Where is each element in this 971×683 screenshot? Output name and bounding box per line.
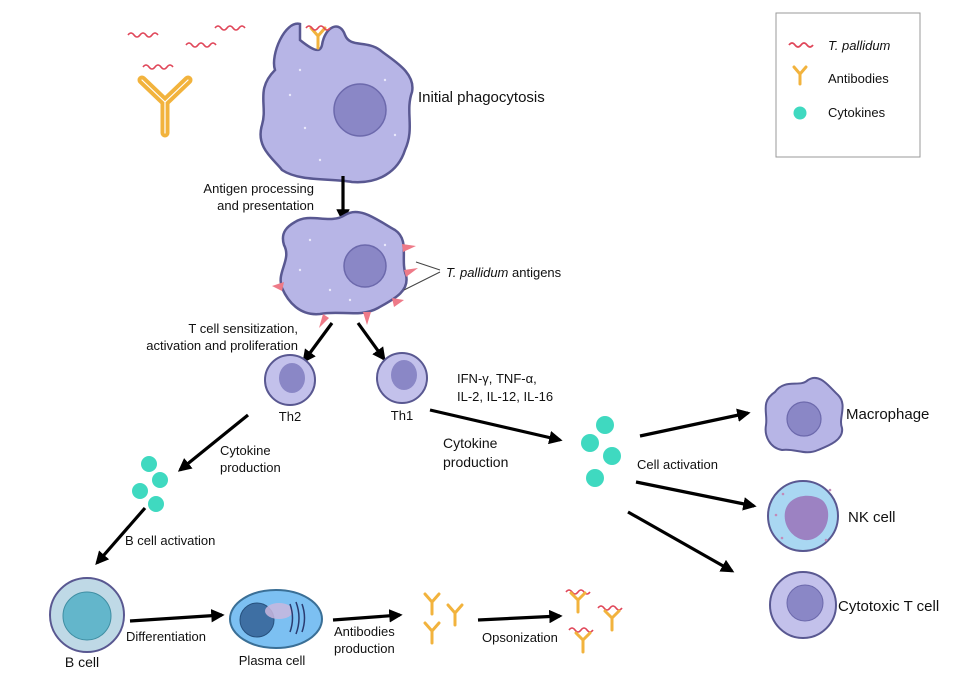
label-t-pallidum-antigens: T. pallidum antigens bbox=[446, 265, 562, 280]
label-antibodies-production-1: Antibodies bbox=[334, 624, 395, 639]
label-cytokines-list-2: IL-2, IL-12, IL-16 bbox=[457, 389, 553, 404]
label-tcell-2: activation and proliferation bbox=[146, 338, 298, 353]
label-macrophage: Macrophage bbox=[846, 406, 929, 423]
label-antigen-processing-1: Antigen processing bbox=[203, 181, 314, 196]
label-b-cell: B cell bbox=[65, 654, 99, 670]
arrow-to-th1 bbox=[356, 322, 386, 362]
th2-cell bbox=[264, 354, 316, 406]
arrow-to-b-cell bbox=[95, 506, 147, 566]
engulfed-antibody-icon bbox=[305, 25, 331, 50]
th1-cell bbox=[376, 352, 428, 404]
arrow-antibodies-production bbox=[332, 609, 403, 623]
antibody-icon bbox=[792, 65, 808, 86]
antigen-pointer-lines bbox=[403, 261, 441, 291]
legend: T. pallidum Antibodies Cytokines bbox=[775, 12, 921, 158]
label-nk-cell: NK cell bbox=[848, 509, 896, 526]
macrophage-nucleus bbox=[333, 83, 387, 137]
arrow-differentiation bbox=[129, 608, 225, 623]
label-cytotoxic-t-cell: Cytotoxic T cell bbox=[838, 598, 939, 615]
arrow-th2-cytokines bbox=[177, 413, 250, 472]
free-spirochetes bbox=[127, 25, 246, 70]
label-tcell-1: T cell sensitization, bbox=[188, 321, 298, 336]
label-cytokine-production-right-1: Cytokine bbox=[443, 435, 498, 451]
free-antibody-icon bbox=[137, 75, 193, 138]
cytokine-icon bbox=[793, 106, 807, 120]
activated-macrophage bbox=[764, 376, 844, 454]
label-cytokine-production-left-1: Cytokine bbox=[220, 443, 271, 458]
antigen-spikes bbox=[272, 244, 418, 328]
cytokine-cluster-left bbox=[132, 456, 168, 512]
label-differentiation: Differentiation bbox=[126, 629, 206, 644]
label-b-cell-activation: B cell activation bbox=[125, 533, 215, 548]
arrow-to-th2 bbox=[302, 322, 334, 364]
legend-label-cytokines: Cytokines bbox=[828, 105, 886, 120]
label-antigen-processing-2: and presentation bbox=[217, 198, 314, 213]
label-cytokine-production-right-2: production bbox=[443, 454, 508, 470]
spirochete-icon bbox=[788, 42, 814, 48]
opsonized-spirochetes bbox=[565, 589, 623, 654]
label-antibodies-production-2: production bbox=[334, 641, 395, 656]
legend-label-antibodies: Antibodies bbox=[828, 71, 889, 86]
label-cytokine-production-left-2: production bbox=[220, 460, 281, 475]
plasma-cell bbox=[229, 589, 323, 649]
arrow-opsonization bbox=[477, 609, 563, 624]
arrow-to-nk-cell bbox=[635, 480, 757, 511]
label-cell-activation: Cell activation bbox=[637, 457, 718, 472]
arrow-th1-cytokines bbox=[429, 408, 563, 445]
phagocytic-macrophage bbox=[259, 22, 414, 184]
antigen-presenting-cell bbox=[272, 210, 418, 328]
arrow-to-cytotoxic-t bbox=[627, 510, 735, 573]
label-cytokines-list-1: IFN-γ, TNF-α, bbox=[457, 371, 537, 386]
label-th2: Th2 bbox=[279, 409, 301, 424]
arrow-to-macrophage bbox=[639, 408, 751, 438]
label-th1: Th1 bbox=[391, 408, 413, 423]
cytotoxic-t-cell bbox=[769, 571, 837, 639]
cytokine-cluster-right bbox=[581, 416, 621, 487]
label-initial-phagocytosis: Initial phagocytosis bbox=[418, 89, 545, 106]
label-plasma-cell: Plasma cell bbox=[239, 653, 306, 668]
antibody-group bbox=[423, 592, 464, 645]
legend-label-t-pallidum: T. pallidum bbox=[828, 38, 891, 53]
b-cell bbox=[49, 577, 125, 653]
nk-cell bbox=[767, 480, 839, 552]
label-opsonization: Opsonization bbox=[482, 630, 558, 645]
